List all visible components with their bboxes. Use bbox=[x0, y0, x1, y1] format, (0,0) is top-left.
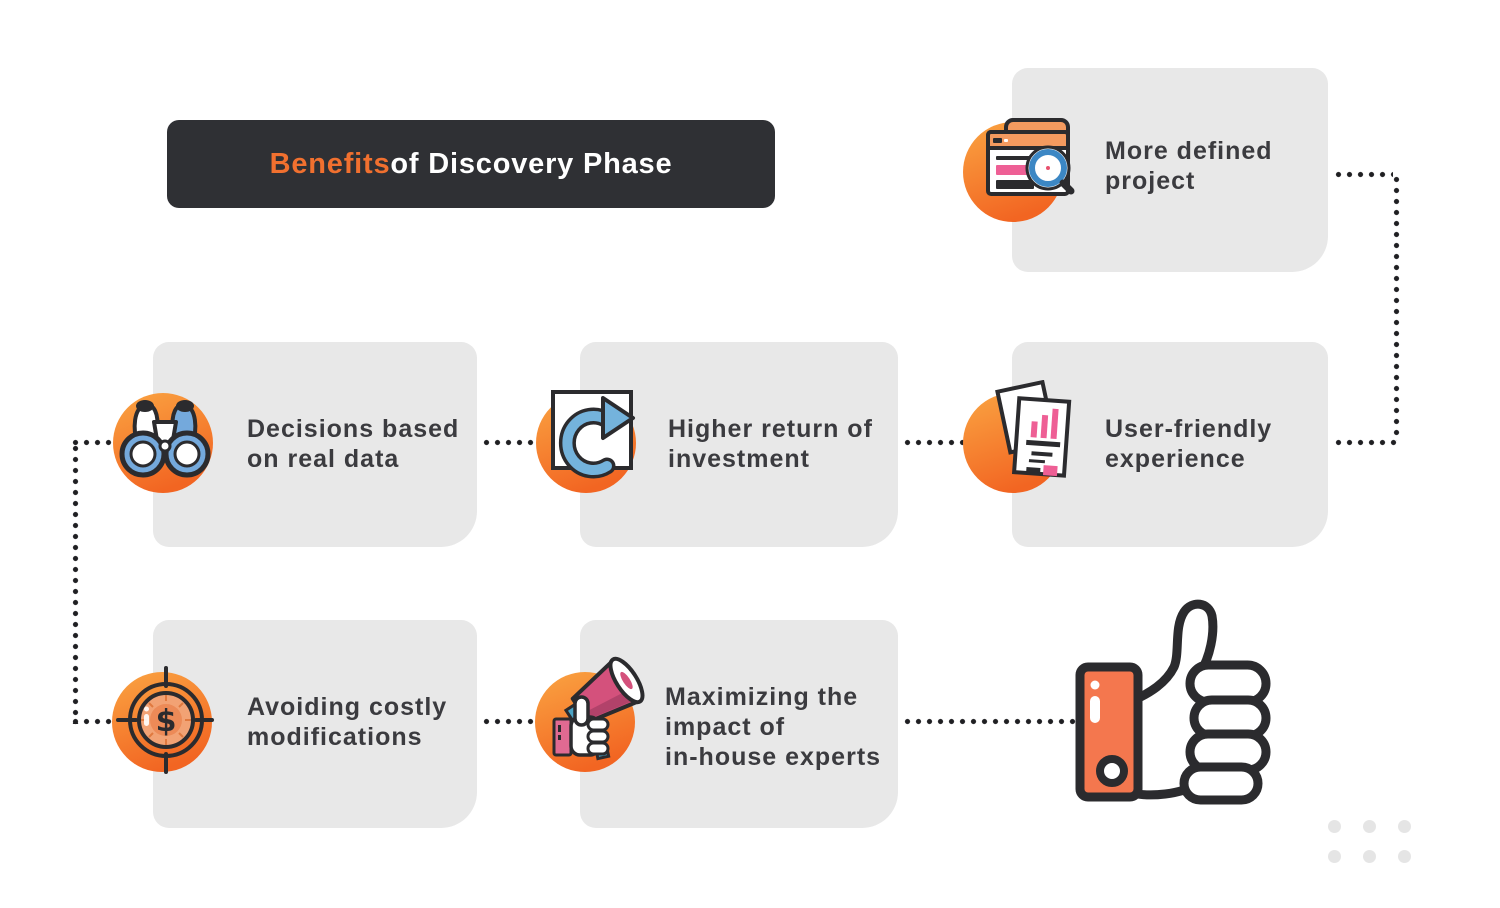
label-line: experience bbox=[1105, 445, 1246, 473]
deco-dot bbox=[1363, 850, 1376, 863]
deco-dot bbox=[1328, 820, 1341, 833]
benefit-label-maximizing-experts: Maximizing the impact of in-house expert… bbox=[665, 682, 881, 772]
label-line: project bbox=[1105, 167, 1196, 195]
benefit-label-more-defined-project: More defined project bbox=[1105, 136, 1273, 196]
dotted-connector bbox=[481, 717, 539, 726]
label-line: Maximizing the bbox=[665, 683, 859, 711]
megaphone-icon bbox=[552, 656, 645, 761]
dotted-connector bbox=[481, 438, 539, 447]
deco-dot bbox=[1398, 820, 1411, 833]
label-line: More defined bbox=[1105, 137, 1273, 165]
label-line: investment bbox=[668, 445, 810, 473]
dotted-connector bbox=[1333, 438, 1397, 447]
target-dollar-icon: $ bbox=[116, 666, 214, 774]
label-line: modifications bbox=[247, 723, 423, 751]
deco-dot bbox=[1398, 850, 1411, 863]
deco-dot bbox=[1328, 850, 1341, 863]
svg-text:$: $ bbox=[156, 704, 177, 739]
label-line: Higher return of bbox=[668, 415, 873, 443]
thumbs-up-icon bbox=[1075, 599, 1271, 805]
label-line: Avoiding costly bbox=[247, 693, 448, 721]
benefit-label-decisions-on-real-data: Decisions based on real data bbox=[247, 414, 459, 474]
return-arrow-icon bbox=[551, 390, 635, 479]
label-line: in-house experts bbox=[665, 743, 882, 771]
benefit-label-user-friendly: User-friendly experience bbox=[1105, 414, 1272, 474]
dotted-connector bbox=[1333, 170, 1393, 179]
dotted-connector bbox=[1392, 174, 1401, 441]
label-line: on real data bbox=[247, 445, 400, 473]
dotted-connector bbox=[71, 443, 80, 724]
label-line: impact of bbox=[665, 713, 786, 741]
benefit-label-avoiding-modifications: Avoiding costly modifications bbox=[247, 692, 447, 752]
dotted-connector bbox=[902, 717, 1078, 726]
benefit-label-higher-return: Higher return of investment bbox=[668, 414, 873, 474]
title-rest: of Discovery Phase bbox=[390, 147, 673, 180]
binoculars-icon bbox=[119, 400, 211, 478]
title-highlight: Benefits bbox=[269, 147, 391, 180]
decorative-dot-grid bbox=[1328, 820, 1411, 863]
report-chart-icon bbox=[995, 380, 1072, 478]
label-line: Decisions based bbox=[247, 415, 460, 443]
dotted-connector bbox=[902, 438, 966, 447]
label-line: User-friendly bbox=[1105, 415, 1273, 443]
folder-search-icon bbox=[986, 118, 1075, 196]
dotted-connector bbox=[70, 717, 118, 726]
deco-dot bbox=[1363, 820, 1376, 833]
dotted-connector bbox=[70, 438, 118, 447]
title-banner: Benefits of Discovery Phase bbox=[167, 120, 775, 208]
